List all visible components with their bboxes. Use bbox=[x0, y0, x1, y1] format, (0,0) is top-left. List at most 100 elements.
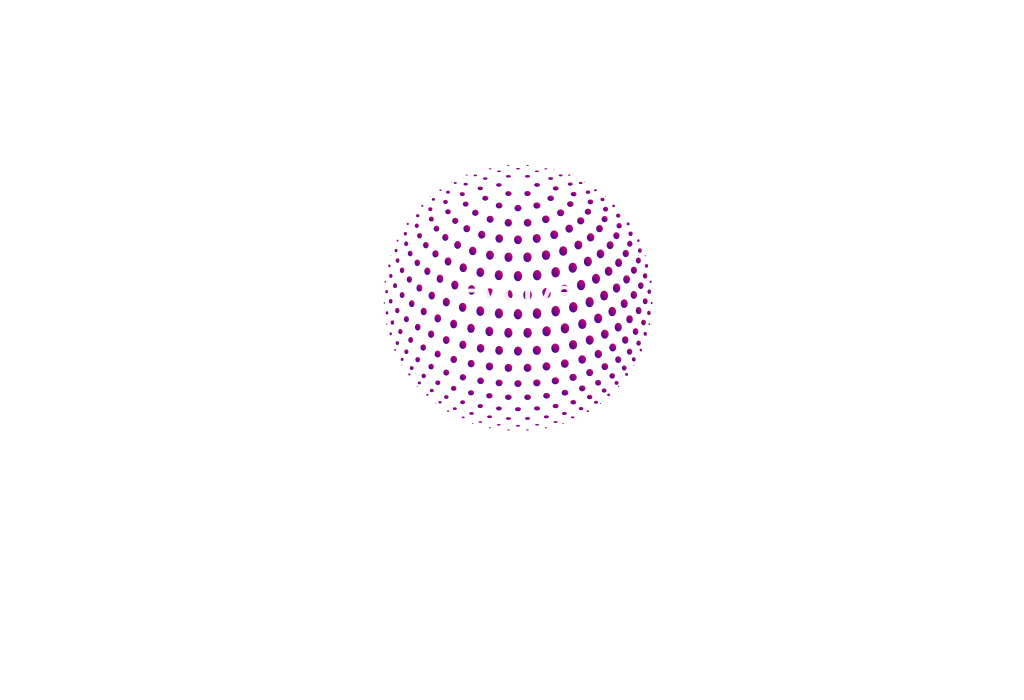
globe-dot bbox=[488, 168, 492, 170]
globe-dot bbox=[626, 315, 633, 324]
globe-dot bbox=[645, 263, 649, 268]
globe-dot bbox=[650, 301, 653, 305]
globe-dot bbox=[630, 266, 637, 274]
globe-dot bbox=[447, 410, 450, 412]
logo-wordmark: Evolve bbox=[460, 275, 576, 308]
globe-dot bbox=[534, 182, 540, 187]
globe-dot bbox=[571, 416, 575, 419]
globe-dot bbox=[569, 373, 577, 381]
globe-dot bbox=[424, 267, 431, 275]
globe-dot bbox=[426, 393, 429, 396]
globe-dot bbox=[388, 264, 391, 268]
globe-dot bbox=[643, 331, 647, 336]
globe-dot bbox=[505, 175, 511, 178]
globe-dot bbox=[386, 323, 388, 325]
globe-dot bbox=[478, 421, 483, 423]
globe-dot bbox=[416, 214, 420, 218]
globe-dot bbox=[476, 267, 485, 278]
globe-dot bbox=[542, 326, 551, 337]
globe-dot bbox=[532, 345, 541, 356]
globe-dot bbox=[609, 343, 617, 352]
globe-dot bbox=[396, 239, 399, 242]
globe-dot bbox=[595, 379, 602, 386]
globe-dot bbox=[478, 230, 486, 239]
globe-dot bbox=[505, 191, 512, 197]
globe-dot bbox=[601, 388, 607, 393]
logo bbox=[380, 160, 656, 436]
globe-dot bbox=[414, 323, 421, 331]
globe-dot bbox=[513, 309, 523, 320]
globe-dot bbox=[496, 406, 502, 411]
globe-dot bbox=[551, 267, 560, 278]
globe-dot bbox=[542, 362, 551, 371]
globe-dot bbox=[642, 273, 648, 279]
globe-dot bbox=[469, 412, 474, 415]
globe-dot bbox=[477, 404, 484, 409]
globe-dot bbox=[513, 270, 523, 282]
globe-dot bbox=[428, 330, 435, 338]
globe-dot bbox=[454, 241, 462, 249]
globe-dot bbox=[600, 197, 605, 202]
globe-dot bbox=[552, 403, 559, 409]
globe-dot bbox=[523, 252, 532, 263]
globe-dot bbox=[428, 291, 436, 300]
globe-dot bbox=[576, 279, 586, 291]
globe-dot bbox=[621, 365, 627, 371]
globe-dot bbox=[594, 349, 602, 359]
globe-dot bbox=[429, 196, 431, 198]
globe-dot bbox=[446, 190, 450, 194]
globe-dot bbox=[416, 385, 418, 387]
globe-dot bbox=[486, 215, 494, 223]
globe-dot bbox=[586, 394, 593, 400]
globe-dot bbox=[423, 241, 429, 249]
globe-dot bbox=[513, 346, 523, 356]
globe-dot bbox=[467, 285, 476, 295]
globe-dot bbox=[633, 364, 635, 366]
globe-dot bbox=[495, 234, 504, 243]
globe-dot bbox=[551, 343, 560, 353]
globe-dot bbox=[450, 181, 452, 183]
globe-dot bbox=[390, 255, 392, 257]
globe-dot bbox=[401, 364, 403, 366]
globe-dot bbox=[642, 298, 648, 305]
globe-dot bbox=[607, 393, 611, 397]
globe-dot bbox=[647, 310, 651, 316]
globe-dot bbox=[570, 399, 577, 405]
globe-dot bbox=[620, 299, 628, 309]
globe-dot bbox=[524, 417, 531, 420]
globe-dot bbox=[452, 217, 459, 224]
globe-dot bbox=[649, 280, 652, 284]
globe-dot bbox=[616, 213, 621, 218]
globe-dot bbox=[507, 164, 510, 166]
globe-dot bbox=[617, 385, 620, 387]
globe-dot bbox=[486, 393, 493, 399]
globe-dot bbox=[434, 350, 441, 358]
globe-dot bbox=[453, 181, 457, 184]
globe-dot bbox=[638, 282, 644, 290]
globe-dot bbox=[578, 407, 584, 411]
globe-dot bbox=[507, 429, 510, 431]
globe-dot bbox=[471, 423, 474, 425]
globe-dot bbox=[609, 373, 616, 379]
globe-dot bbox=[400, 357, 404, 361]
globe-dot bbox=[504, 327, 513, 338]
globe-dot bbox=[404, 241, 409, 247]
globe-dot bbox=[476, 306, 485, 316]
globe-dot bbox=[570, 191, 577, 197]
globe-dot bbox=[504, 218, 513, 227]
globe-dot bbox=[414, 223, 419, 228]
globe-dot bbox=[432, 250, 439, 258]
globe-dot bbox=[523, 289, 532, 301]
globe-dot bbox=[428, 207, 433, 212]
globe-dot bbox=[601, 216, 608, 223]
globe-dot bbox=[577, 217, 585, 225]
globe-dot bbox=[551, 305, 560, 317]
globe-dot bbox=[398, 329, 403, 335]
globe-dot bbox=[524, 394, 531, 400]
globe-dot bbox=[628, 231, 633, 237]
globe-dot bbox=[495, 202, 503, 209]
globe-dot bbox=[525, 174, 531, 178]
globe-dot bbox=[583, 256, 592, 267]
globe-dot bbox=[390, 320, 395, 325]
globe-dot bbox=[585, 335, 594, 345]
